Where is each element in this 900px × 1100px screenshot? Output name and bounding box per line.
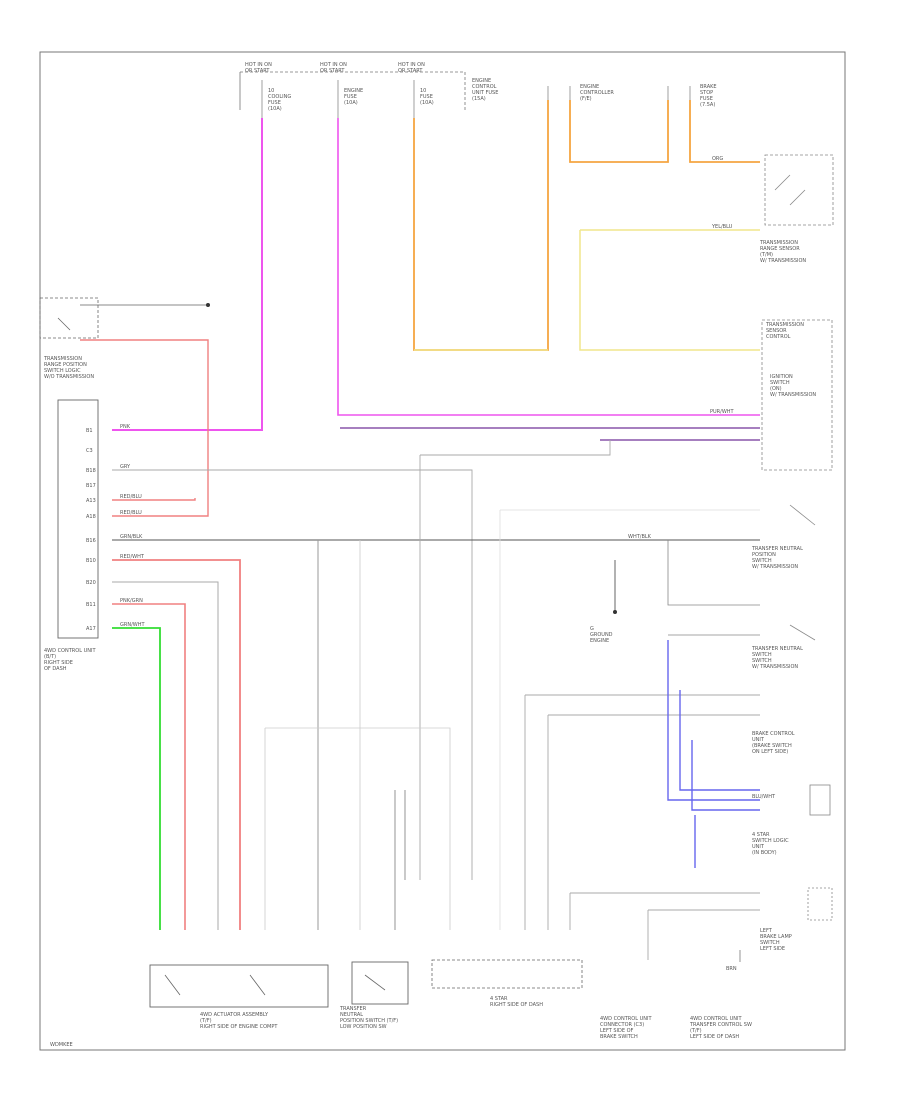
wire-pink [112, 118, 760, 431]
left-module-pin: C3 [86, 448, 93, 454]
wire-label-grn: GRN/BLK [120, 534, 143, 540]
left-module-pin: B11 [86, 602, 96, 608]
wire-yellow [414, 229, 760, 351]
wire-label-red2: RED/BLU [120, 510, 142, 516]
left-module-pin: A18 [86, 514, 96, 520]
left-module-pin: B10 [86, 558, 96, 564]
wire-label-wht: WHT/BLK [628, 534, 652, 540]
wire-gray [80, 304, 760, 962]
wire-label-red: RED/BLU [120, 494, 142, 500]
wire-label-brn: BRN [726, 966, 737, 972]
wire-label-pnk: PNK [120, 424, 131, 430]
left-module-pin: B18 [86, 468, 96, 474]
wire-green [112, 627, 161, 930]
wire-labels: PNK RED/BLU RED/BLU GRY RED/WHT GRN/BLK … [120, 156, 776, 972]
wire-label-grnwht: GRN/WHT [120, 622, 145, 628]
wire-label-pnkgrn: PNK/GRN [120, 598, 143, 604]
left-module-pin: B1 [86, 428, 93, 434]
wire-label-gry: GRY [120, 464, 131, 470]
wire-blue [667, 640, 760, 868]
wire-purple [340, 427, 760, 441]
left-module-pin: A13 [86, 498, 96, 504]
wire-red [80, 339, 241, 930]
wire-orange [413, 100, 760, 351]
left-module-pin: B20 [86, 580, 96, 586]
wire-label-redwht: RED/WHT [120, 554, 145, 560]
left-module-pin: A17 [86, 626, 96, 632]
left-module-pin: B16 [86, 538, 96, 544]
wire-label-blu: BLU/WHT [752, 794, 776, 800]
wire-label-org: ORG [712, 156, 723, 162]
left-module-pin: B17 [86, 483, 96, 489]
corner-code: WDMKEE [50, 1042, 73, 1048]
bottom-components: 4WD ACTUATOR ASSEMBLY(T/F)RIGHT SIDE OF … [50, 610, 752, 1048]
bottom-label-1: 4WD ACTUATOR ASSEMBLY(T/F)RIGHT SIDE OF … [200, 1012, 278, 1030]
diagram-border [39, 51, 846, 1051]
wire-label-pur: PUR/WHT [710, 409, 735, 415]
wire-label-ylw: YEL/BLU [711, 224, 733, 230]
